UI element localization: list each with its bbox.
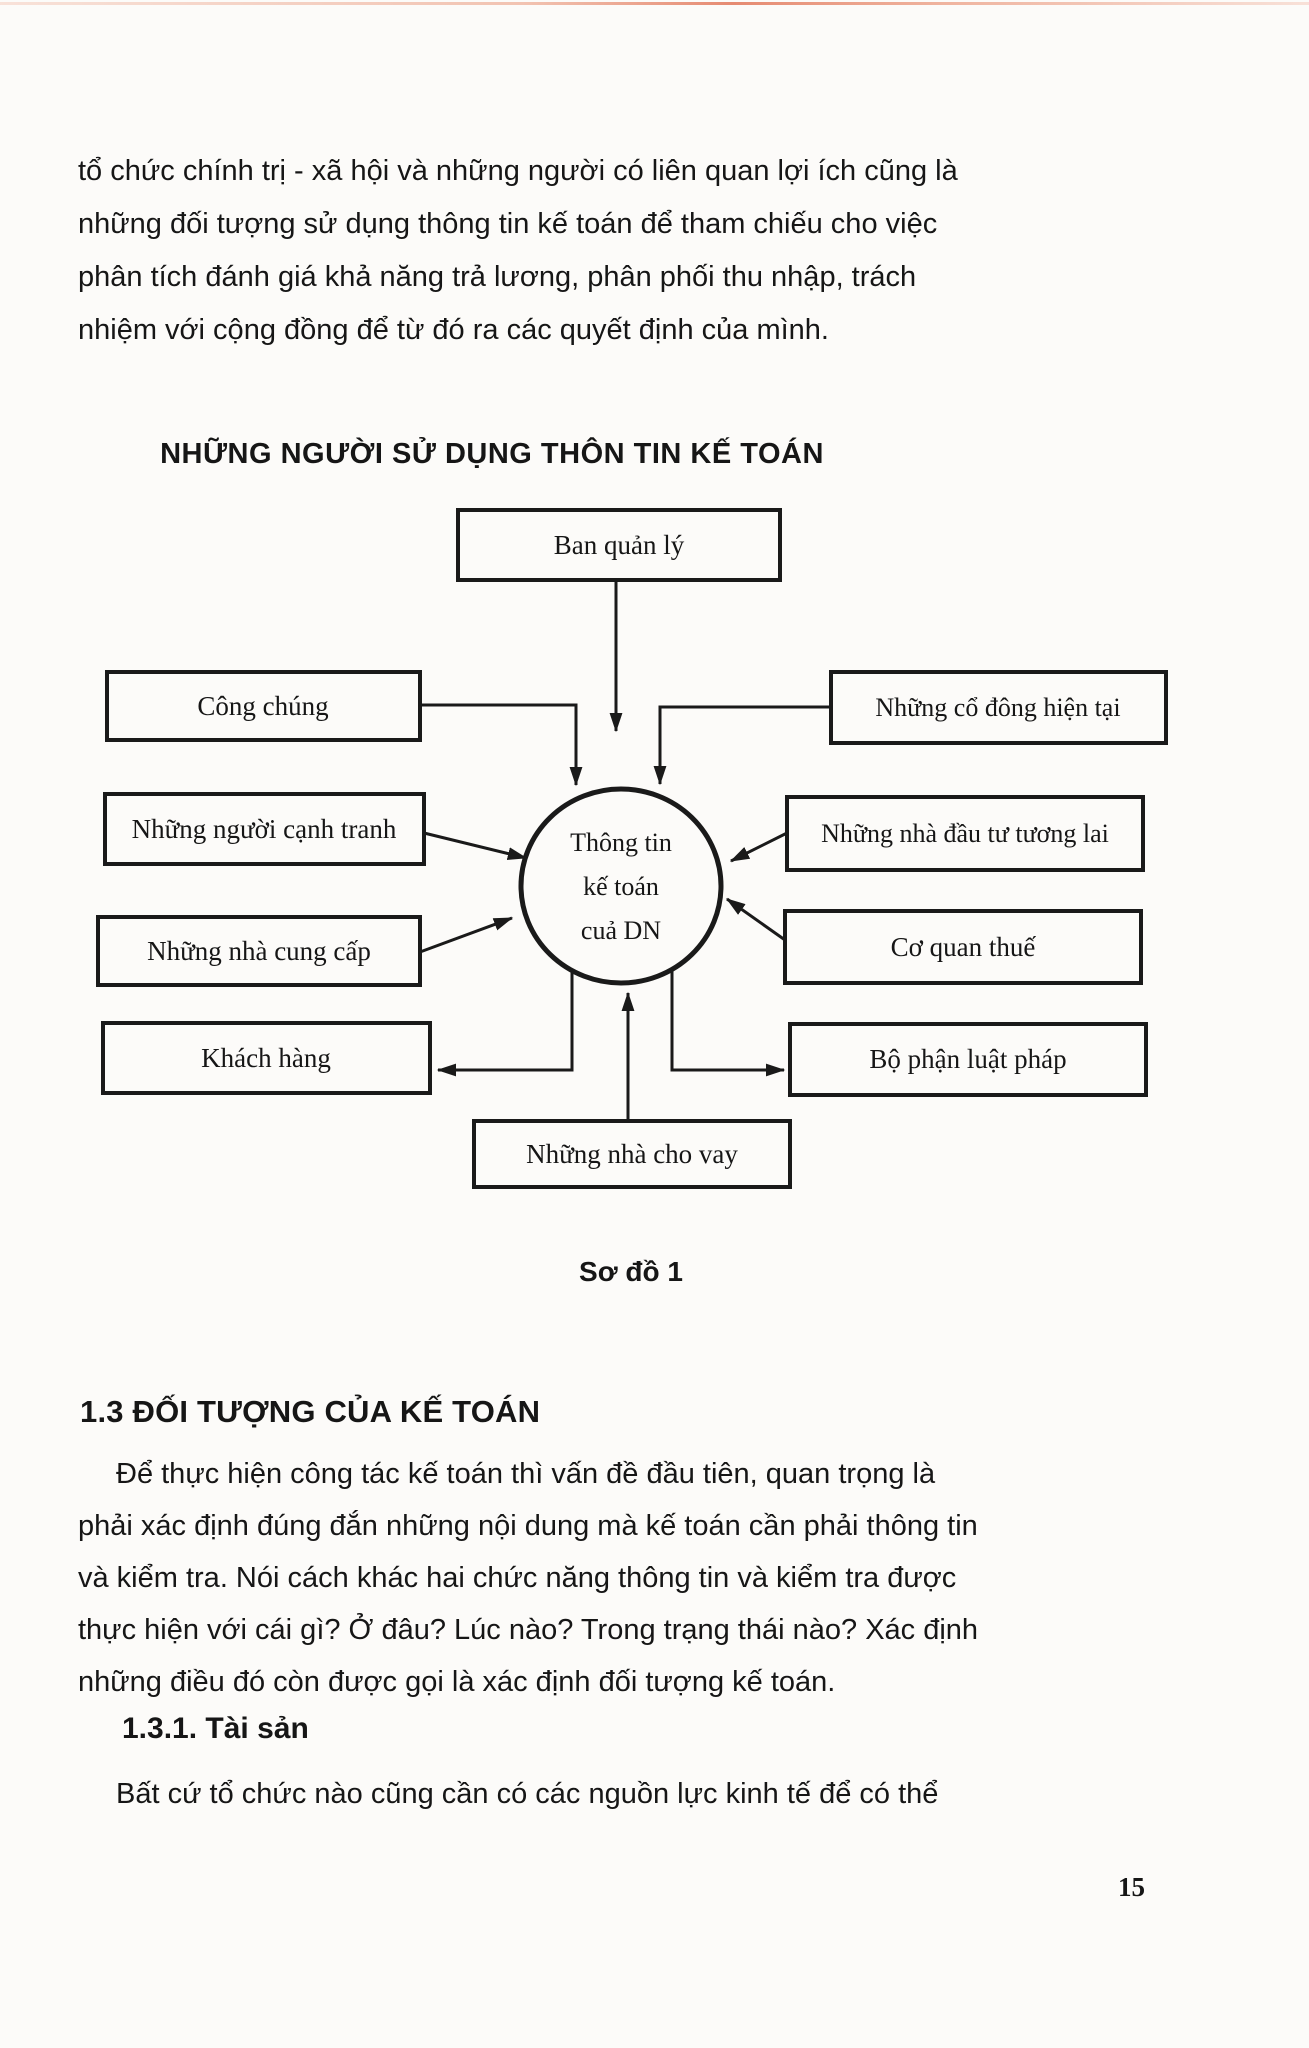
text-line: phân tích đánh giá khả năng trả lương, p… [78,261,917,293]
accounting-users-diagram: Ban quản lý Công chúng Những người cạnh … [96,508,1168,1189]
center-ellipse-accounting-info: Thông tin kế toán cuả DN [518,786,724,986]
svg-text:Những nhà đầu tư tương lai: Những nhà đầu tư tương lai [821,819,1109,848]
svg-text:Thông tin: Thông tin [570,828,672,857]
arrow-competitors-to-center [423,831,528,860]
text-line: thực hiện với cái gì? Ở đâu? Lúc nào? Tr… [78,1614,979,1646]
box-suppliers: Những nhà cung cấp [96,915,422,987]
svg-text:Bộ phận luật pháp: Bộ phận luật pháp [869,1044,1066,1074]
text-line: phải xác định đúng đắn những nội dung mà… [78,1510,978,1542]
svg-text:Khách hàng: Khách hàng [201,1043,331,1073]
text-line: Bất cứ tổ chức nào cũng cần có các nguồn… [116,1778,939,1810]
text-line: và kiểm tra. Nói cách khác hai chức năng… [78,1562,957,1594]
diagram-caption: Sơ đồ 1 [579,1256,683,1287]
svg-text:Những cổ đông hiện tại: Những cổ đông hiện tại [875,693,1120,722]
svg-text:Ban quản lý: Ban quản lý [554,530,685,560]
text-line: nhiệm với cộng đồng để từ đó ra các quyế… [78,314,829,346]
svg-text:kế toán: kế toán [583,872,659,901]
arrow-investors-to-center [729,831,788,863]
box-customers: Khách hàng [101,1021,432,1095]
text-line: tổ chức chính trị - xã hội và những ngườ… [78,155,958,187]
diagram-title: NHỮNG NGƯỜI SỬ DỤNG THÔN TIN KẾ TOÁN [160,438,824,470]
box-shareholders: Những cổ đông hiện tại [829,670,1168,745]
scan-artifact-line [0,2,1309,5]
subsection-heading: 1.3.1. Tài sản [122,1712,309,1745]
intro-paragraph: tổ chức chính trị - xã hội và những ngườ… [78,145,958,357]
box-legal: Bộ phận luật pháp [788,1022,1148,1097]
subsection-paragraph: Bất cứ tổ chức nào cũng cần có các nguồn… [78,1768,939,1821]
arrow-center-to-customers [436,972,574,1077]
svg-text:Những nhà cung cấp: Những nhà cung cấp [147,936,371,966]
box-management: Ban quản lý [456,508,782,582]
svg-text:cuả DN: cuả DN [581,916,661,945]
section-heading: 1.3 ĐỐI TƯỢNG CỦA KẾ TOÁN [80,1394,541,1429]
box-public: Công chúng [105,670,422,742]
box-competitors: Những người cạnh tranh [103,792,426,866]
page-number: 15 [1118,1872,1145,1902]
svg-text:Công chúng: Công chúng [197,691,328,721]
box-investors: Những nhà đầu tư tương lai [785,795,1145,872]
text-line: Để thực hiện công tác kế toán thì vấn đề… [116,1458,936,1490]
arrow-public-to-center [420,703,583,787]
svg-text:Cơ quan thuế: Cơ quan thuế [891,932,1037,962]
svg-text:Những nhà cho vay: Những nhà cho vay [526,1139,738,1169]
arrow-shareholders-to-center [653,705,831,786]
section-paragraph: Để thực hiện công tác kế toán thì vấn đề… [78,1448,979,1708]
svg-text:Những người cạnh tranh: Những người cạnh tranh [132,814,397,844]
arrow-tax-to-center [725,897,786,942]
box-tax: Cơ quan thuế [783,909,1143,985]
arrow-center-to-legal [670,969,786,1077]
text-line: những đối tượng sử dụng thông tin kế toá… [78,208,938,240]
arrow-suppliers-to-center [419,916,514,954]
box-lenders: Những nhà cho vay [472,1119,792,1189]
text-line: những điều đó còn được gọi là xác định đ… [78,1666,836,1698]
